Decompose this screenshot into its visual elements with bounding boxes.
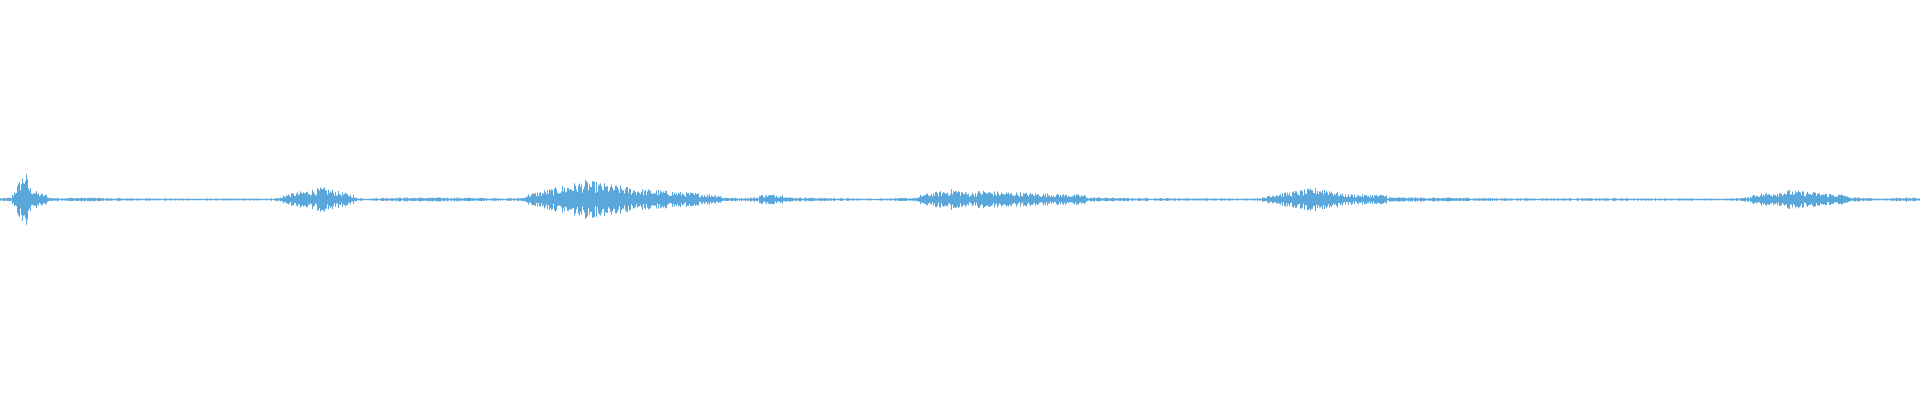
waveform-bars [0, 174, 1920, 225]
